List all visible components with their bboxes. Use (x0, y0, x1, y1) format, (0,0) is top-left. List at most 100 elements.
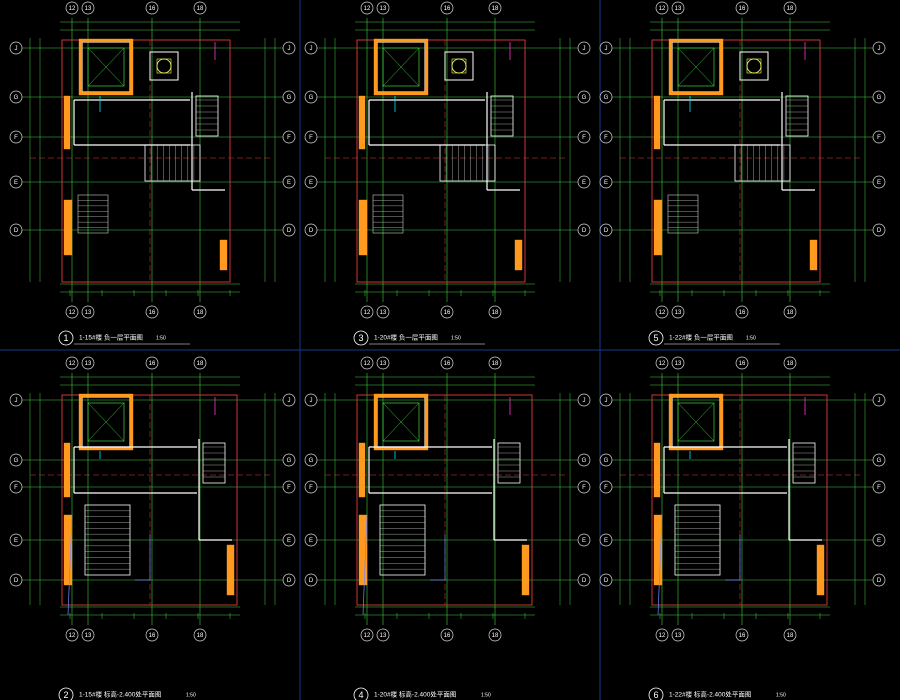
grid-bubble-label: 18 (197, 310, 204, 316)
slope-line (362, 514, 368, 616)
stair-flight (734, 144, 791, 182)
grid-bubble-column (193, 1, 207, 15)
grid-bubble-row (9, 41, 23, 55)
grid-bubble-row (304, 533, 318, 547)
elevator-car-diagonal (677, 47, 715, 87)
grid-bubble-label: J (583, 398, 586, 404)
grid-bubble-label: G (309, 458, 314, 464)
grid-bubble-column (735, 356, 749, 370)
grid-bubble-label: 18 (197, 6, 204, 12)
grid-bubble-label: 18 (787, 633, 794, 639)
grid-bubble-row (872, 453, 886, 467)
grid-bubble-row (282, 393, 296, 407)
elevator-car-diagonal (382, 47, 420, 87)
small-room (195, 95, 219, 137)
grid-bubble-label: E (582, 538, 586, 544)
grid-bubble-label: F (287, 135, 291, 141)
grid-bubble-label: J (583, 46, 586, 52)
grid-bubble-row (282, 41, 296, 55)
small-room (490, 95, 514, 137)
grid-bubble-label: E (309, 538, 313, 544)
small-room (792, 442, 816, 484)
elevator-car (87, 402, 125, 442)
plan-title: 1-15#楼 负一层平面图 (79, 333, 143, 342)
stair-flight (439, 144, 496, 182)
grid-bubble-label: E (287, 180, 291, 186)
grid-bubble-label: 13 (85, 361, 92, 367)
grid-bubble-row (599, 453, 613, 467)
grid-bubble-label: J (15, 46, 18, 52)
grid-bubble-label: 13 (380, 6, 387, 12)
grid-bubble-row (577, 533, 591, 547)
elevator-car (382, 47, 420, 87)
building-outline (651, 39, 821, 283)
building-outline (356, 39, 526, 283)
grid-bubble-label: 18 (787, 6, 794, 12)
wall-hatch (129, 393, 134, 451)
shaft-box (444, 51, 474, 81)
grid-bubble-label: 13 (85, 310, 92, 316)
plan-number: 3 (358, 333, 363, 343)
hatched-wall-left (63, 199, 73, 256)
slope-line (67, 514, 73, 616)
grid-bubble-label: 16 (149, 6, 156, 12)
grid-bubble-label: 12 (364, 633, 371, 639)
grid-bubble-row (282, 223, 296, 237)
wall-hatch (668, 393, 673, 451)
plan-scale: 1:50 (451, 335, 461, 341)
grid-bubble-row (599, 393, 613, 407)
elevator-car (382, 402, 420, 442)
grid-bubble-column (145, 628, 159, 642)
grid-bubble-row (599, 223, 613, 237)
grid-bubble-column (193, 356, 207, 370)
wall-hatch (78, 393, 83, 451)
lower-stair (667, 194, 699, 234)
grid-bubble-column (145, 305, 159, 319)
hatched-wall-left-upper (358, 442, 366, 498)
grid-bubble-column (145, 356, 159, 370)
hatched-wall-left-upper (63, 442, 71, 498)
grid-bubble-label: 12 (69, 310, 76, 316)
grid-bubble-column (440, 356, 454, 370)
wall-hatch (81, 38, 131, 43)
grid-bubble-label: 12 (69, 6, 76, 12)
grid-bubble-row (282, 175, 296, 189)
grid-bubble-label: 13 (380, 310, 387, 316)
grid-bubble-column (488, 356, 502, 370)
grid-bubble-label: 12 (659, 361, 666, 367)
wall-hatch (78, 38, 83, 96)
grid-bubble-label: D (582, 578, 587, 584)
grid-bubble-label: 16 (444, 633, 451, 639)
small-room (497, 442, 521, 484)
wall-hatch (671, 91, 721, 96)
grid-bubble-label: D (604, 228, 609, 234)
stair-flight (144, 144, 201, 182)
grid-bubble-label: D (287, 578, 292, 584)
grid-bubble-label: 13 (380, 633, 387, 639)
wall-hatch (376, 393, 426, 398)
plan-title: 1-20#楼 标高-2.400处平面图 (374, 690, 456, 699)
grid-bubble-label: 12 (659, 633, 666, 639)
hatched-wall-left (63, 514, 73, 586)
grid-bubble-label: 12 (364, 6, 371, 12)
building-outline (61, 394, 238, 606)
grid-bubble-column (783, 305, 797, 319)
lower-stair (372, 194, 404, 234)
grid-bubble-row (9, 393, 23, 407)
grid-bubble-label: 18 (492, 310, 499, 316)
grid-bubble-label: 13 (675, 633, 682, 639)
grid-bubble-row (872, 223, 886, 237)
wall-hatch (376, 38, 426, 43)
grid-bubble-row (282, 453, 296, 467)
grid-bubble-row (872, 573, 886, 587)
wall-hatch (424, 393, 429, 451)
shaft-symbol-frame (746, 58, 762, 74)
grid-bubble-column (376, 628, 390, 642)
grid-bubble-label: 12 (364, 310, 371, 316)
grid-bubble-label: J (878, 46, 881, 52)
grid-bubble-row (304, 453, 318, 467)
